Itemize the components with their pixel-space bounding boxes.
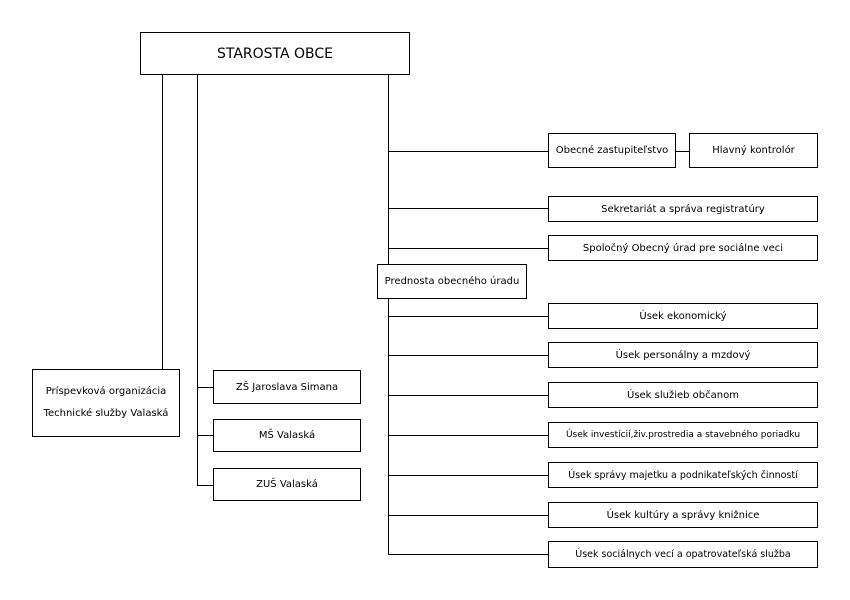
- department-box: Úsek správy majetku a podnikateľských či…: [548, 462, 818, 488]
- mayor-box: STAROSTA OBCE: [140, 32, 410, 75]
- connector-line: [388, 248, 548, 249]
- department-label: Úsek personálny a mzdový: [615, 349, 751, 361]
- connector-line: [388, 515, 548, 516]
- school-label: ZUŠ Valaská: [256, 479, 318, 490]
- department-box: Úsek kultúry a správy knižnice: [548, 502, 818, 528]
- school-label: MŠ Valaská: [258, 430, 316, 441]
- connector-line: [197, 485, 213, 486]
- department-box: Úsek sociálnych vecí a opatrovateľská sl…: [548, 541, 818, 568]
- head-of-office-box: Prednosta obecného úradu: [377, 264, 527, 299]
- council-label: Obecné zastupiteľstvo: [555, 145, 669, 156]
- department-box: Úsek služieb občanom: [548, 382, 818, 408]
- connector-line: [197, 75, 198, 486]
- department-label: Úsek ekonomický: [639, 310, 727, 322]
- connector-line: [197, 435, 213, 436]
- connector-line: [388, 316, 548, 317]
- school-box: ZŠ Jaroslava Simana: [213, 370, 361, 404]
- contribution-org-name: Technické služby Valaská: [43, 408, 169, 419]
- department-box: Úsek personálny a mzdový: [548, 342, 818, 368]
- school-label: ZŠ Jaroslava Simana: [235, 381, 339, 393]
- department-label: Úsek sociálnych vecí a opatrovateľská sl…: [575, 549, 791, 560]
- mayor-label: STAROSTA OBCE: [216, 45, 334, 62]
- head-of-office-label: Prednosta obecného úradu: [384, 276, 520, 287]
- connector-line: [388, 554, 548, 555]
- contribution-org-label: Príspevková organizácia: [45, 386, 167, 397]
- connector-line: [388, 75, 389, 555]
- controller-label: Hlavný kontrolór: [712, 145, 795, 156]
- connector-line: [197, 387, 213, 388]
- school-box: ZUŠ Valaská: [213, 468, 361, 501]
- controller-box: Hlavný kontrolór: [689, 133, 818, 168]
- connector-line: [388, 435, 548, 436]
- school-box: MŠ Valaská: [213, 419, 361, 452]
- connector-line: [388, 355, 548, 356]
- department-label: Úsek investícií,živ.prostredia a stavebn…: [565, 430, 801, 440]
- secretariat-label: Sekretariát a správa registratúry: [601, 203, 765, 215]
- joint-office-label: Spoločný Obecný úrad pre sociálne veci: [582, 242, 784, 254]
- council-box: Obecné zastupiteľstvo: [548, 133, 676, 168]
- department-label: Úsek kultúry a správy knižnice: [606, 509, 760, 521]
- department-box: Úsek ekonomický: [548, 303, 818, 329]
- connector-line: [675, 151, 689, 152]
- department-box: Úsek investícií,živ.prostredia a stavebn…: [548, 422, 818, 448]
- connector-line: [388, 151, 548, 152]
- connector-line: [162, 75, 163, 369]
- contribution-org-box: Príspevková organizácia Technické služby…: [32, 369, 180, 437]
- connector-line: [388, 475, 548, 476]
- connector-line: [388, 395, 548, 396]
- joint-office-box: Spoločný Obecný úrad pre sociálne veci: [548, 235, 818, 261]
- department-label: Úsek služieb občanom: [627, 389, 739, 401]
- department-label: Úsek správy majetku a podnikateľských či…: [568, 469, 798, 481]
- connector-line: [388, 208, 548, 209]
- secretariat-box: Sekretariát a správa registratúry: [548, 196, 818, 222]
